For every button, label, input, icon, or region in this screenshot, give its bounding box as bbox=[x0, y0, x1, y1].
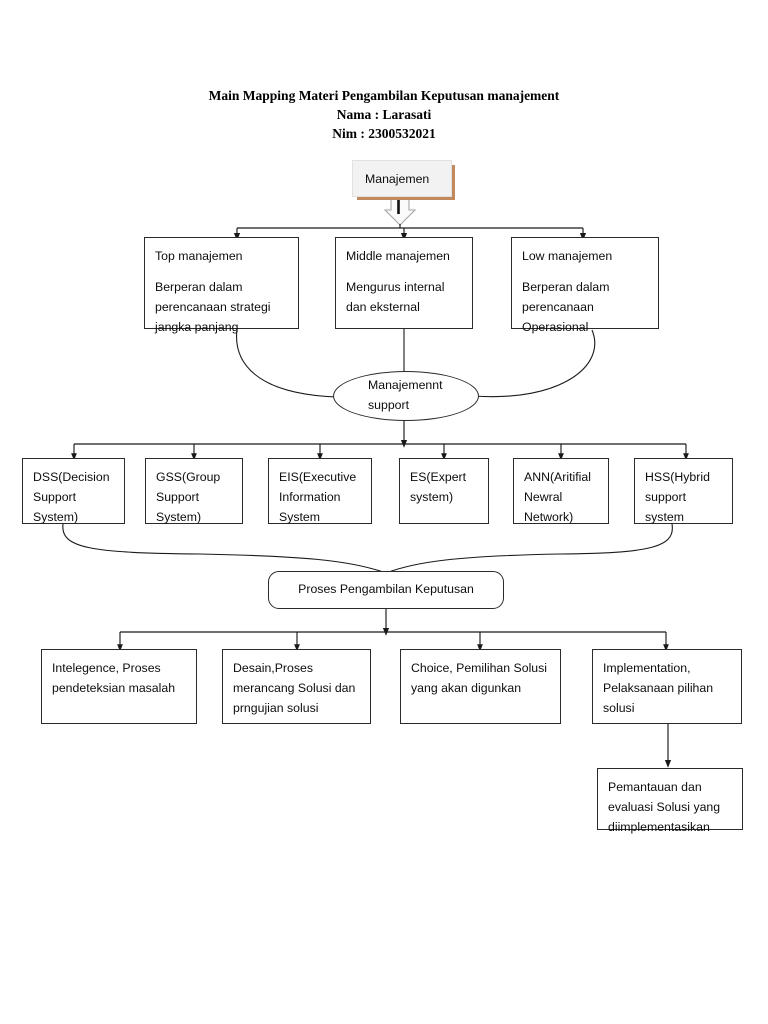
spacer bbox=[346, 267, 462, 278]
node-low-manajemen-body-1: Berperan dalam bbox=[522, 279, 610, 294]
node-pemantauan-evaluasi[interactable]: Pemantauan dan evaluasi Solusi yang diim… bbox=[597, 768, 743, 834]
node-stage-intelegence[interactable]: Intelegence, Proses pendeteksian masalah bbox=[41, 649, 197, 724]
node-middle-manajemen-body-1: Mengurus internal bbox=[346, 279, 445, 294]
title-line-2: Nama : Larasati bbox=[336, 107, 432, 123]
node-hss[interactable]: HSS(Hybrid support system bbox=[634, 458, 733, 524]
node-stage-implementation-line-3: solusi bbox=[603, 700, 635, 715]
node-dss-line-2: Support bbox=[33, 489, 77, 504]
node-es-line-1: ES(Expert bbox=[410, 470, 467, 484]
node-gss-line-1: GSS(Group bbox=[156, 470, 221, 484]
title-line-1: Main Mapping Materi Pengambilan Keputusa… bbox=[208, 88, 560, 103]
node-ann-line-1: ANN(Aritifial bbox=[524, 470, 591, 484]
node-hss-line-2: support bbox=[645, 489, 687, 504]
node-top-manajemen[interactable]: Top manajemen Berperan dalam perencanaan… bbox=[144, 237, 299, 334]
node-stage-intelegence-line-1: Intelegence, Proses bbox=[52, 661, 161, 675]
node-middle-manajemen-body-2: dan eksternal bbox=[346, 299, 420, 314]
node-stage-intelegence-line-2: pendeteksian masalah bbox=[52, 680, 176, 695]
node-eis[interactable]: EIS(Executive Information System bbox=[268, 458, 372, 524]
node-manajemen-label: Manajemen bbox=[365, 171, 430, 186]
node-stage-implementation-line-2: Pelaksanaan pilihan bbox=[603, 680, 714, 695]
node-low-manajemen-body-2: perencanaan bbox=[522, 299, 594, 314]
node-pemantauan-line-1: Pemantauan dan bbox=[608, 780, 702, 794]
node-eis-line-3: System bbox=[279, 509, 320, 524]
node-pemantauan-line-3: diimplementasikan bbox=[608, 819, 710, 834]
node-low-manajemen-heading: Low manajemen bbox=[522, 249, 613, 263]
node-proses-label: Proses Pengambilan Keputusan bbox=[298, 582, 474, 597]
node-ann[interactable]: ANN(Aritifial Newral Network) bbox=[513, 458, 609, 524]
node-eis-line-1: EIS(Executive bbox=[279, 470, 357, 484]
node-top-manajemen-heading: Top manajemen bbox=[155, 249, 243, 263]
node-es-line-2: system) bbox=[410, 489, 454, 504]
node-top-manajemen-body-2: perencanaan strategi bbox=[155, 299, 271, 314]
node-ann-line-2: Newral bbox=[524, 489, 563, 504]
node-eis-line-2: Information bbox=[279, 489, 341, 504]
node-ann-line-3: Network) bbox=[524, 509, 574, 524]
root-block-arrow bbox=[383, 196, 417, 226]
node-pemantauan-line-2: evaluasi Solusi yang bbox=[608, 799, 721, 814]
page-title: Main Mapping Materi Pengambilan Keputusa… bbox=[0, 86, 768, 143]
node-stage-choice[interactable]: Choice, Pemilihan Solusi yang akan digun… bbox=[400, 649, 561, 724]
node-stage-choice-line-2: yang akan digunkan bbox=[411, 680, 522, 695]
node-manajemen-root[interactable]: Manajemen bbox=[352, 160, 452, 197]
node-middle-manajemen-heading: Middle manajemen bbox=[346, 249, 450, 263]
node-proses-pengambilan-keputusan[interactable]: Proses Pengambilan Keputusan bbox=[268, 571, 504, 609]
node-manajemen-support-line-1: Manajemennt bbox=[368, 378, 443, 393]
node-stage-desain[interactable]: Desain,Proses merancang Solusi dan prngu… bbox=[222, 649, 371, 724]
node-low-manajemen[interactable]: Low manajemen Berperan dalam perencanaan… bbox=[511, 237, 659, 334]
node-gss-line-2: Support bbox=[156, 489, 200, 504]
node-hss-line-1: HSS(Hybrid bbox=[645, 470, 710, 484]
node-stage-implementation-line-1: Implementation, bbox=[603, 661, 691, 675]
node-low-manajemen-body-3: Operasional bbox=[522, 319, 589, 334]
node-es[interactable]: ES(Expert system) bbox=[399, 458, 489, 524]
node-gss[interactable]: GSS(Group Support System) bbox=[145, 458, 243, 524]
node-manajemen-support[interactable]: Manajemennt support bbox=[333, 371, 479, 421]
spacer bbox=[155, 267, 288, 278]
node-stage-desain-line-3: prngujian solusi bbox=[233, 700, 319, 715]
node-stage-desain-line-2: merancang Solusi dan bbox=[233, 680, 356, 695]
node-dss-line-3: System) bbox=[33, 509, 79, 524]
node-stage-implementation[interactable]: Implementation, Pelaksanaan pilihan solu… bbox=[592, 649, 742, 724]
title-line-3: Nim : 2300532021 bbox=[332, 126, 436, 142]
node-top-manajemen-body-1: Berperan dalam bbox=[155, 279, 243, 294]
node-stage-choice-line-1: Choice, Pemilihan Solusi bbox=[411, 661, 548, 675]
node-stage-desain-line-1: Desain,Proses bbox=[233, 661, 313, 675]
node-dss-line-1: DSS(Decision bbox=[33, 470, 110, 484]
node-manajemen-support-line-2: support bbox=[368, 398, 410, 412]
node-dss[interactable]: DSS(Decision Support System) bbox=[22, 458, 125, 524]
node-top-manajemen-body-3: jangka panjang bbox=[155, 319, 239, 334]
node-middle-manajemen[interactable]: Middle manajemen Mengurus internal dan e… bbox=[335, 237, 473, 329]
spacer bbox=[522, 267, 648, 278]
node-gss-line-3: System) bbox=[156, 509, 202, 524]
node-hss-line-3: system bbox=[645, 509, 684, 524]
